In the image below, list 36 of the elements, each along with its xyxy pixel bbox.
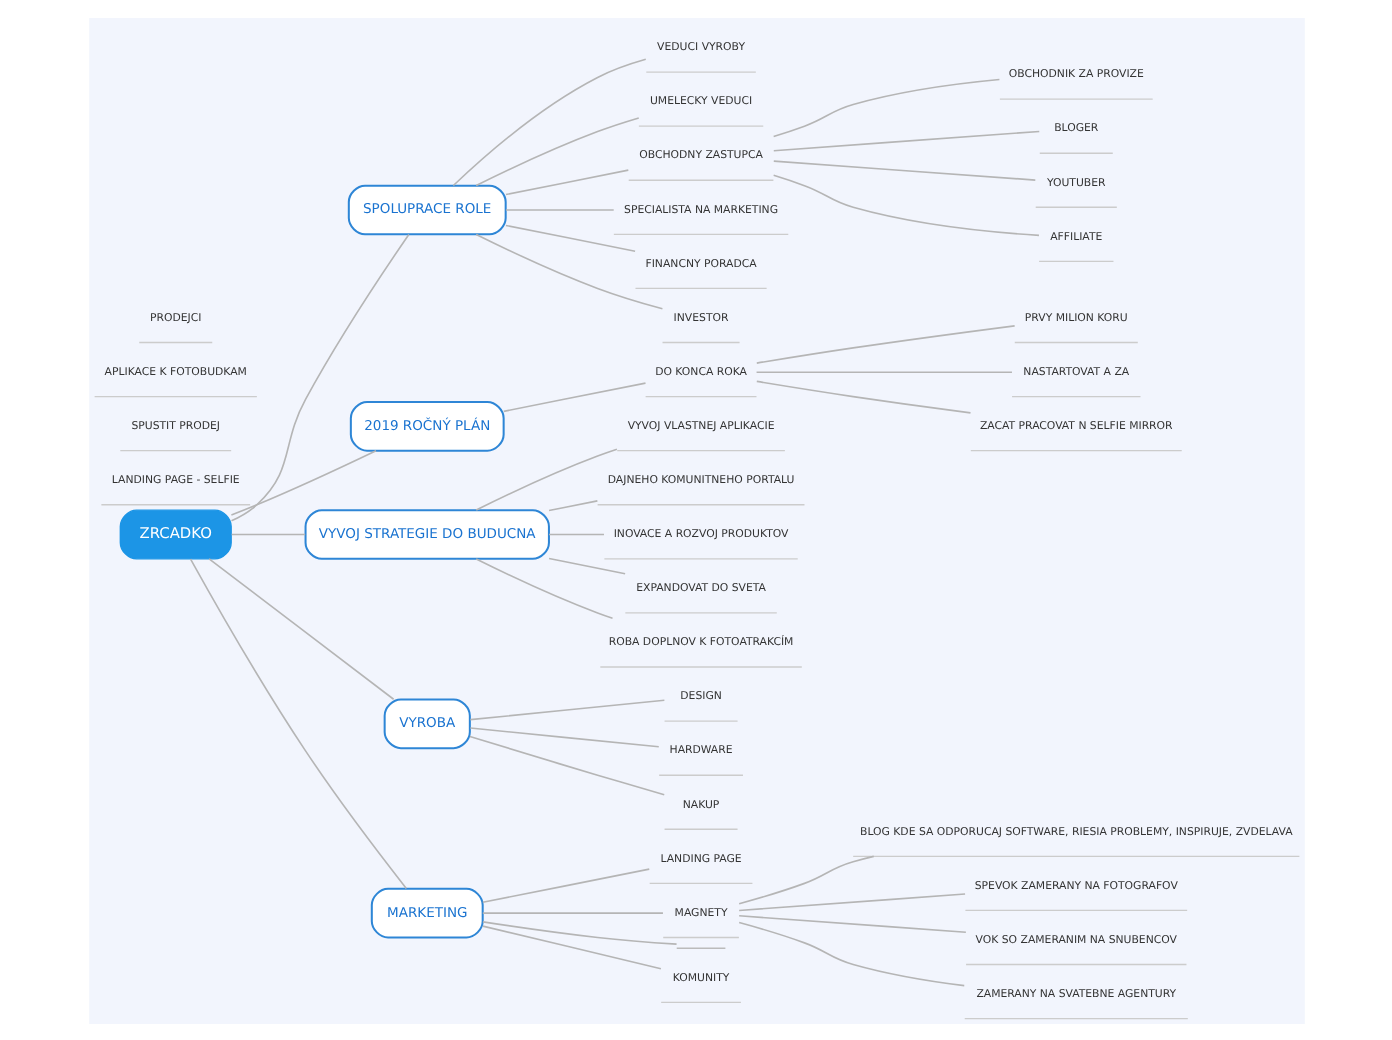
connector xyxy=(547,499,598,511)
connector xyxy=(481,867,650,903)
connector xyxy=(207,557,394,700)
connector xyxy=(451,57,646,186)
connector xyxy=(771,77,1000,137)
connector xyxy=(772,159,1036,180)
connector xyxy=(737,854,874,904)
connector xyxy=(755,379,971,413)
connector xyxy=(468,734,665,795)
connector xyxy=(229,532,305,535)
connector xyxy=(468,698,665,720)
connector xyxy=(474,232,663,309)
connector xyxy=(737,892,965,911)
connector xyxy=(754,370,1012,373)
connector xyxy=(547,556,625,574)
connector xyxy=(474,116,639,186)
connector xyxy=(737,920,965,986)
connector xyxy=(504,208,614,210)
connector xyxy=(504,223,635,251)
connector xyxy=(229,232,409,521)
connector xyxy=(771,173,1039,236)
connector xyxy=(772,129,1040,151)
connector xyxy=(474,557,613,619)
node-bar xyxy=(675,946,726,948)
connector xyxy=(737,914,966,933)
connector xyxy=(481,924,661,969)
connector xyxy=(504,168,629,195)
connector xyxy=(481,911,663,913)
connector xyxy=(481,920,677,944)
connector xyxy=(468,726,659,747)
connector xyxy=(229,448,376,515)
connector xyxy=(474,447,617,510)
connector xyxy=(547,532,604,535)
connector xyxy=(755,324,1015,363)
connector xyxy=(188,557,407,889)
connector xyxy=(501,381,646,412)
